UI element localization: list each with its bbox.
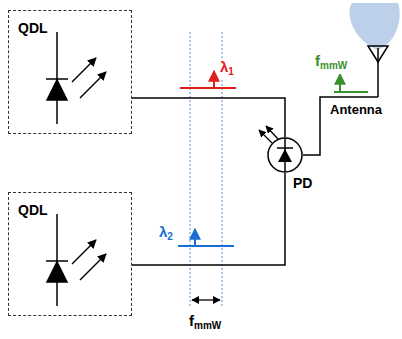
antenna-mast <box>377 48 379 97</box>
spectral-arrow <box>213 71 215 88</box>
spectral-arrow <box>194 229 196 246</box>
wire <box>303 97 326 155</box>
node-label: QDL <box>18 20 48 36</box>
radiation-beam <box>349 3 399 50</box>
wavelength-label: λ1 <box>219 58 235 80</box>
photodiode-outline <box>268 138 302 172</box>
wire <box>132 98 285 137</box>
node-label: PD <box>293 175 312 191</box>
photodiode-triangle <box>278 149 292 162</box>
photodiode-circle-outline <box>267 137 303 173</box>
photodiode-circle: PD <box>267 137 303 173</box>
photodiode-bar <box>277 147 293 149</box>
laser-diode-symbol <box>46 214 106 306</box>
wire <box>132 173 285 265</box>
spectral-line <box>180 87 236 89</box>
spectral-arrow <box>339 74 341 92</box>
spacing-arrow <box>192 299 220 300</box>
guide-line <box>190 32 191 308</box>
node-label: QDL <box>18 202 48 218</box>
light-arrow <box>259 130 272 143</box>
qdl-box: QDL <box>8 192 132 316</box>
qdl-box: QDL <box>8 10 132 134</box>
node-label: Antenna <box>330 102 382 117</box>
laser-diode-symbol <box>46 32 106 124</box>
frequency-label: fmmW <box>188 312 222 334</box>
feed-line <box>326 96 378 98</box>
frequency-label: fmmW <box>314 52 348 74</box>
light-arrow <box>266 126 278 139</box>
antenna-symbol <box>368 46 388 62</box>
spectral-line <box>178 245 234 247</box>
wavelength-label: λ2 <box>158 223 174 245</box>
